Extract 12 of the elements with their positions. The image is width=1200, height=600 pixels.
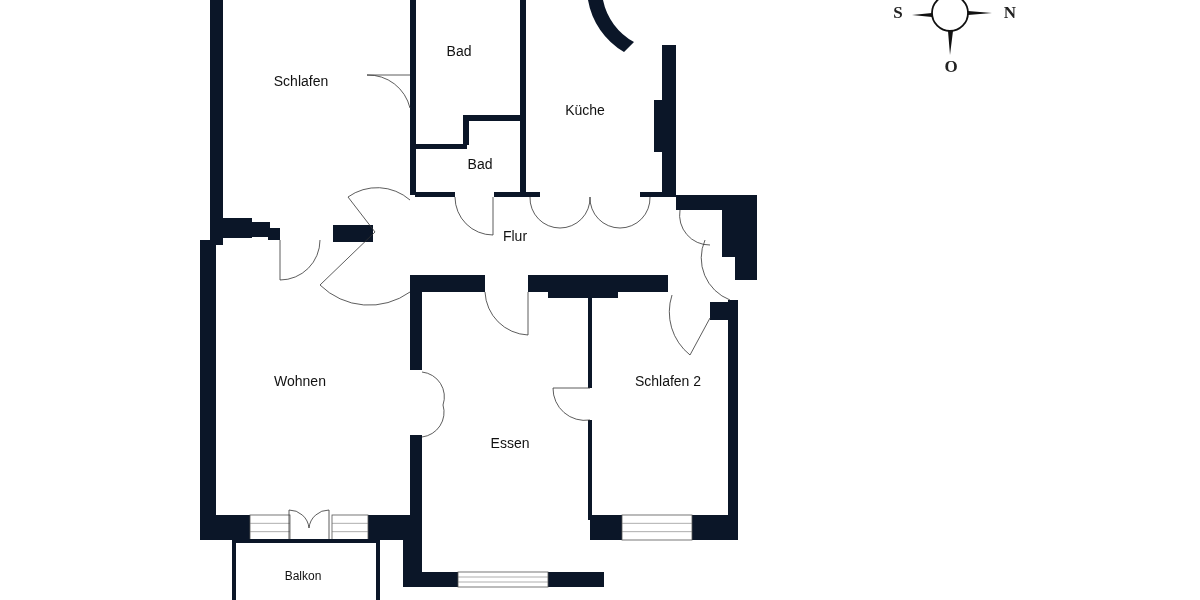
room-label: Bad (446, 43, 472, 59)
room-label: Wohnen (274, 373, 326, 389)
compass-direction-label: O (944, 57, 958, 77)
room-label: Balkon (284, 569, 322, 583)
compass-direction-label: S (893, 3, 903, 23)
room-label: Essen (490, 435, 530, 451)
room-label: Bad (467, 156, 493, 172)
room-label: Küche (565, 102, 605, 118)
room-label: Flur (502, 228, 528, 244)
room-label: Schlafen (273, 73, 329, 89)
room-label: Schlafen 2 (634, 373, 702, 389)
compass-direction-label: N (1003, 3, 1017, 23)
